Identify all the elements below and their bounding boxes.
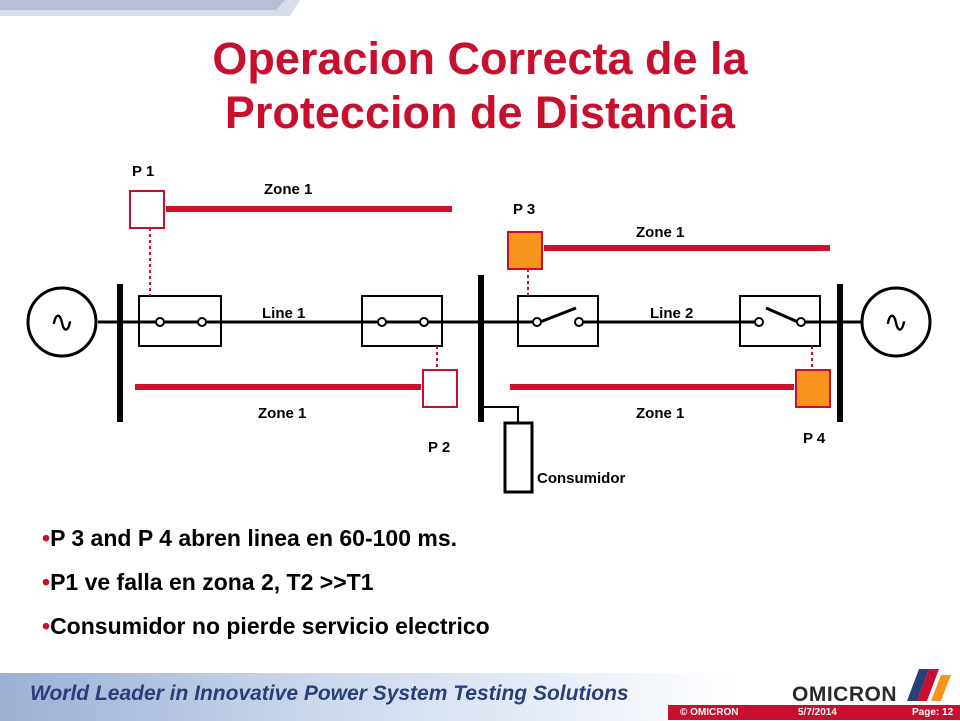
relay-p1 [129,190,165,229]
zone-p2-label: Zone 1 [258,405,306,422]
omicron-logo-icon [907,669,951,701]
breaker-1 [138,295,222,347]
relay-p2-label: P 2 [428,439,450,456]
zone-p1-label: Zone 1 [264,181,312,198]
source-left-icon [26,286,98,358]
title-line-2: Proteccion de Distancia [224,87,736,138]
bullet-marker: • [42,613,51,639]
zone-p4-label: Zone 1 [636,405,684,422]
bullet-item: •P1 ve falla en zona 2, T2 >>T1 [42,560,490,604]
relay-p3-label: P 3 [513,201,535,218]
zone-p3-label: Zone 1 [636,224,684,241]
bullet-list: •P 3 and P 4 abren linea en 60-100 ms. •… [42,516,490,648]
bullet-text: Consumidor no pierde servicio electrico [50,613,490,639]
bullet-item: •P 3 and P 4 abren linea en 60-100 ms. [42,516,490,560]
line-2-label: Line 2 [650,305,693,322]
breaker-3 [517,295,599,347]
slide-title: Operacion Correcta de la Proteccion de D… [0,35,960,143]
title-line-1: Operacion Correcta de la [212,33,748,84]
relay-p3 [507,231,543,270]
footer-page: Page: 12 [912,707,954,718]
breaker-2 [361,295,443,347]
relay-p2 [422,369,458,408]
footer-slogan: World Leader in Innovative Power System … [30,682,629,705]
bullet-marker: • [42,525,51,551]
footer-bar: © OMICRON 5/7/2014 Page: 12 [668,705,960,720]
bullet-marker: • [42,569,51,595]
relay-p1-label: P 1 [132,163,154,180]
corner-decoration [0,0,300,16]
brand-name: OMICRON [792,683,897,706]
bullet-text: P 3 and P 4 abren linea en 60-100 ms. [50,525,458,551]
line-1-label: Line 1 [262,305,305,322]
footer-copyright: © OMICRON [680,707,739,718]
breaker-4 [739,295,821,347]
source-left-symbol: ∿ [49,306,74,339]
bullet-text: P1 ve falla en zona 2, T2 >>T1 [50,569,374,595]
consumer-label: Consumidor [537,470,625,487]
footer-date: 5/7/2014 [798,707,837,718]
source-right-symbol: ∿ [883,306,908,339]
footer: World Leader in Innovative Power System … [0,665,960,721]
source-right-icon [860,286,932,358]
relay-p4-label: P 4 [803,430,826,447]
consumer-load-icon [503,421,534,494]
relay-p4 [795,369,831,408]
consumer-feeder [481,406,519,423]
bullet-item: •Consumidor no pierde servicio electrico [42,604,490,648]
footer-band [0,673,740,721]
